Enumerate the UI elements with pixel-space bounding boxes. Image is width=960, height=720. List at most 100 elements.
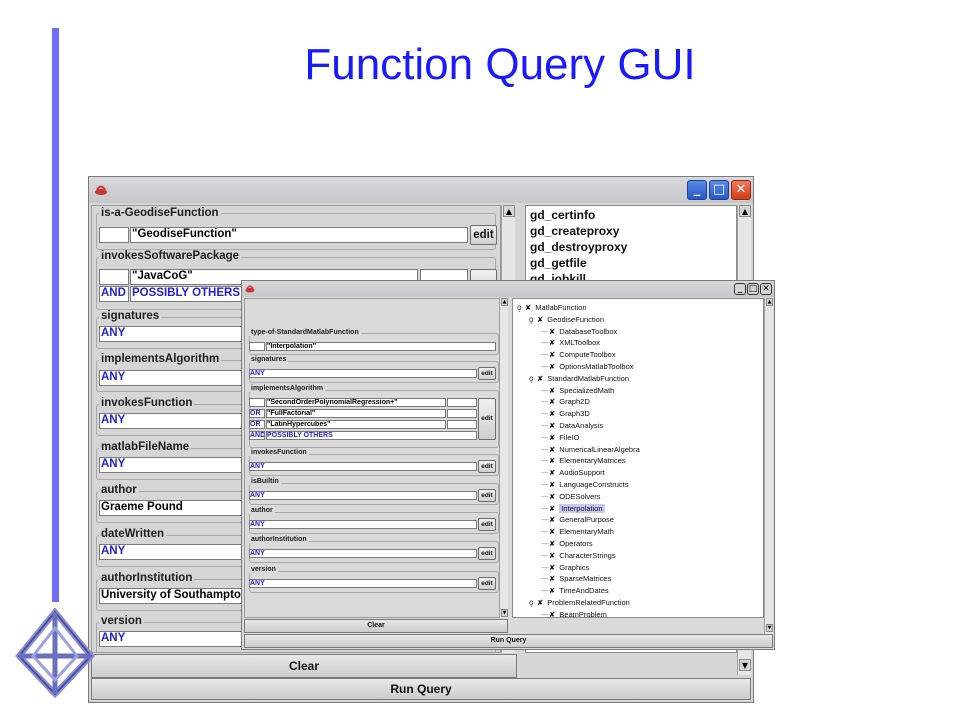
scroll-up-arrow-icon[interactable]: ▲ — [501, 298, 508, 306]
value-field-is-a[interactable]: "GeodiseFunction" — [130, 227, 468, 243]
edit-button-is-builtin[interactable]: edit — [478, 489, 496, 502]
tree-node[interactable]: —✘NumericalLinearAlgebra — [541, 445, 640, 454]
tree-scroll-down-arrow-icon[interactable]: ▼ — [766, 624, 773, 632]
tree-node[interactable]: —✘ElementaryMath — [541, 527, 614, 536]
label-version-2: version — [249, 566, 278, 573]
op-field-ia-4[interactable]: AND — [249, 431, 265, 440]
tree-node[interactable]: —✘Interpolation — [541, 503, 605, 513]
op-field-isp-and[interactable]: AND — [99, 286, 129, 302]
value-field-ia-1[interactable]: "SecondOrderPolynomialRegression+" — [266, 398, 446, 407]
class-tree[interactable]: ǫ✘MatlabFunction ǫ✘GeodiseFunction —✘Datab… — [512, 298, 764, 618]
tree-toggle-icon[interactable]: ǫ — [529, 598, 534, 607]
list-item[interactable]: gd_getfile — [530, 256, 587, 270]
value-field-author-2[interactable]: ANY — [249, 520, 477, 529]
list-item[interactable]: gd_certinfo — [530, 208, 596, 222]
tree-node-label: Interpolation — [559, 503, 605, 513]
tree-node[interactable]: —✘SpecializedMath — [541, 386, 614, 395]
tree-node[interactable]: —✘TimeAndDates — [541, 586, 609, 595]
op-field-ia-2[interactable]: OR — [249, 409, 265, 418]
edit-button-author-institution-2[interactable]: edit — [478, 547, 496, 560]
tree-node[interactable]: —✘ODESolvers — [541, 492, 601, 501]
op-field-is-a[interactable] — [99, 227, 129, 243]
tree-node[interactable]: —✘Graphics — [541, 563, 589, 572]
tree-node[interactable]: —✘Operators — [541, 539, 593, 548]
tree-node[interactable]: —✘OptionsMatlabToolbox — [541, 362, 634, 371]
minimize-button[interactable]: _ — [687, 180, 707, 200]
tree-scrollbar[interactable]: ▲ ▼ — [764, 298, 773, 634]
tree-node[interactable]: ǫ✘StandardMatlabFunction — [529, 374, 629, 383]
query-window-titlebar[interactable]: _ □ ✕ — [242, 281, 774, 297]
tree-node[interactable]: ǫ✘ProblemRelatedFunction — [529, 598, 630, 607]
tree-node[interactable]: —✘DatabaseToolbox — [541, 327, 617, 336]
close-button[interactable]: ✕ — [760, 283, 772, 295]
tree-toggle-icon: — — [541, 385, 549, 395]
scroll-up-arrow-icon[interactable]: ▲ — [503, 205, 515, 217]
tree-node[interactable]: —✘BeamProblem — [541, 610, 607, 617]
maximize-button[interactable]: □ — [747, 283, 759, 295]
tree-node[interactable]: ǫ✘GeodiseFunction — [529, 315, 604, 324]
tree-node[interactable]: ǫ✘MatlabFunction — [517, 303, 587, 312]
query-field-panel: type-of-StandardMatlabFunction "Interpol… — [244, 298, 500, 618]
tree-node-label: CharacterStrings — [559, 550, 616, 560]
op-field-ia-1[interactable] — [249, 398, 265, 407]
list-item[interactable]: gd_destroyproxy — [530, 240, 628, 254]
tree-node[interactable]: —✘CharacterStrings — [541, 551, 616, 560]
tree-toggle-icon[interactable]: ǫ — [529, 314, 534, 324]
op-field-ia-3[interactable]: OR — [249, 420, 265, 429]
main-clear-button[interactable]: Clear — [91, 654, 517, 678]
query-run-query-button[interactable]: Run Query — [244, 634, 773, 648]
extra-field-ia-3[interactable] — [447, 420, 477, 429]
tree-toggle-icon[interactable]: ǫ — [517, 303, 522, 312]
label-author-institution: authorInstitution — [99, 572, 195, 584]
tree-node[interactable]: —✘SparseMatrices — [541, 574, 611, 583]
tree-node[interactable]: —✘ComputeToolbox — [541, 350, 616, 359]
tree-scroll-up-arrow-icon[interactable]: ▲ — [766, 298, 773, 306]
edit-button-ia-2[interactable]: edit — [478, 398, 496, 440]
minimize-button[interactable]: _ — [734, 283, 746, 295]
edit-button-signatures-2[interactable]: edit — [478, 367, 496, 380]
value-field-ia-4[interactable]: POSSIBLY OTHERS — [266, 431, 477, 440]
class-x-icon: ✘ — [549, 409, 556, 419]
list-scroll-down-arrow-icon[interactable]: ▼ — [739, 659, 751, 671]
main-run-query-button[interactable]: Run Query — [91, 678, 751, 700]
value-field-type[interactable]: "Interpolation" — [266, 342, 496, 351]
close-button[interactable]: ✕ — [731, 180, 751, 200]
tree-toggle-icon: — — [541, 562, 549, 572]
value-field-signatures-2[interactable]: ANY — [249, 369, 477, 378]
scroll-down-arrow-icon[interactable]: ▼ — [501, 609, 508, 617]
edit-button-is-a[interactable]: edit — [470, 225, 497, 245]
op-field-type[interactable] — [249, 342, 265, 351]
class-x-icon: ✘ — [537, 373, 544, 383]
query-panel-scrollbar[interactable]: ▲ ▼ — [499, 298, 508, 618]
class-x-icon: ✘ — [549, 527, 556, 537]
tree-node[interactable]: —✘XMLToolbox — [541, 338, 600, 347]
value-field-ia-3[interactable]: "LatinHypercubes" — [266, 420, 446, 429]
op-field-isp[interactable] — [99, 269, 129, 285]
tree-node[interactable]: —✘Graph3D — [541, 409, 590, 418]
value-field-ia-2[interactable]: "FullFactorial" — [266, 409, 446, 418]
tree-node[interactable]: —✘DataAnalysis — [541, 421, 603, 430]
value-field-author-institution-2[interactable]: ANY — [249, 549, 477, 558]
tree-node[interactable]: —✘AudioSupport — [541, 468, 605, 477]
value-field-invokes-function-2[interactable]: ANY — [249, 462, 477, 471]
value-field-is-builtin[interactable]: ANY — [249, 491, 477, 500]
query-clear-button[interactable]: Clear — [244, 619, 508, 633]
tree-toggle-icon[interactable]: ǫ — [529, 373, 534, 383]
list-item[interactable]: gd_createproxy — [530, 224, 620, 238]
tree-node[interactable]: —✘ElementaryMatrices — [541, 456, 626, 465]
edit-button-version-2[interactable]: edit — [478, 577, 496, 590]
extra-field-ia-1[interactable] — [447, 398, 477, 407]
maximize-button[interactable]: □ — [709, 180, 729, 200]
edit-button-author-2[interactable]: edit — [478, 518, 496, 531]
tree-node[interactable]: —✘FileIO — [541, 433, 579, 442]
extra-field-ia-2[interactable] — [447, 409, 477, 418]
list-scroll-up-arrow-icon[interactable]: ▲ — [739, 205, 751, 217]
tree-node[interactable]: —✘GeneralPurpose — [541, 515, 614, 524]
tree-node-label: ProblemRelatedFunction — [547, 598, 630, 607]
class-x-icon: ✘ — [525, 303, 532, 312]
main-window-titlebar[interactable]: _ □ ✕ — [89, 177, 753, 203]
value-field-version-2[interactable]: ANY — [249, 579, 477, 588]
tree-node[interactable]: —✘LanguageConstructs — [541, 480, 629, 489]
edit-button-invokes-function-2[interactable]: edit — [478, 460, 496, 473]
tree-node[interactable]: —✘Graph2D — [541, 397, 590, 406]
